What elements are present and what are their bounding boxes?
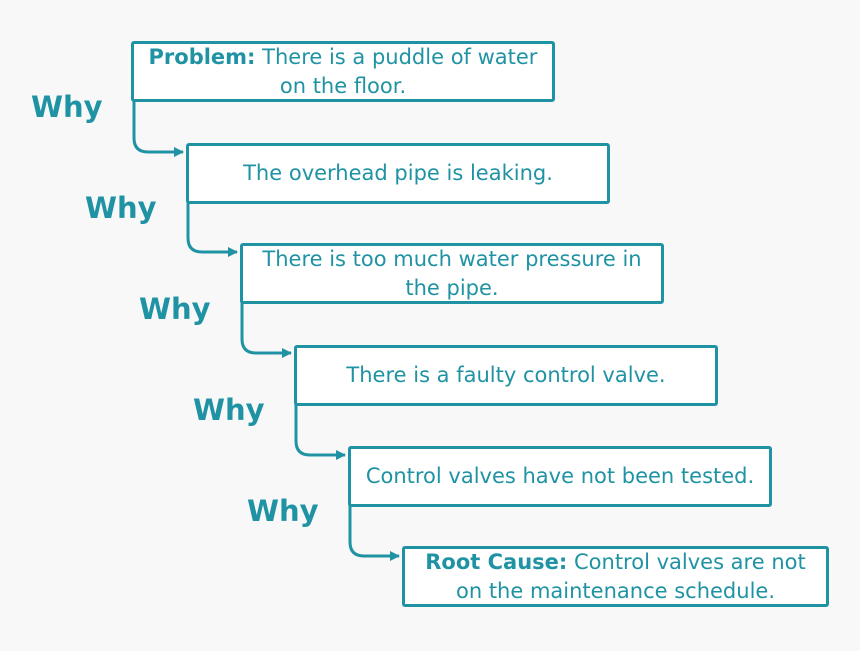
arrow-3 <box>240 302 292 358</box>
arrow-5 <box>348 505 400 561</box>
root-cause-prefix: Root Cause: <box>425 549 568 574</box>
why-label-5: Why <box>247 494 319 528</box>
problem-text: Problem: There is a puddle of water on t… <box>148 44 538 98</box>
why-label-1: Why <box>31 90 103 124</box>
why-step-4-text: Control valves have not been tested. <box>365 464 755 488</box>
why-step-3-text: There is a faulty control valve. <box>346 363 666 387</box>
why-label-4: Why <box>193 393 265 427</box>
root-cause-text: Root Cause: Control valves are not on th… <box>425 549 806 603</box>
problem-prefix: Problem: <box>148 44 256 69</box>
why-step-2-box: There is too much water pressure in the … <box>240 243 664 304</box>
arrow-4 <box>294 404 346 460</box>
arrow-1 <box>132 101 184 157</box>
problem-box: Problem: There is a puddle of water on t… <box>131 41 555 102</box>
why-step-2-text: There is too much water pressure in the … <box>262 246 642 300</box>
why-step-3-box: There is a faulty control valve. <box>294 345 718 406</box>
arrow-2 <box>186 202 238 257</box>
why-step-4-box: Control valves have not been tested. <box>348 446 772 507</box>
why-label-2: Why <box>85 191 157 225</box>
root-cause-box: Root Cause: Control valves are not on th… <box>402 546 829 607</box>
why-step-1-box: The overhead pipe is leaking. <box>186 143 610 204</box>
why-step-1-text: The overhead pipe is leaking. <box>243 161 553 185</box>
why-label-3: Why <box>139 292 211 326</box>
